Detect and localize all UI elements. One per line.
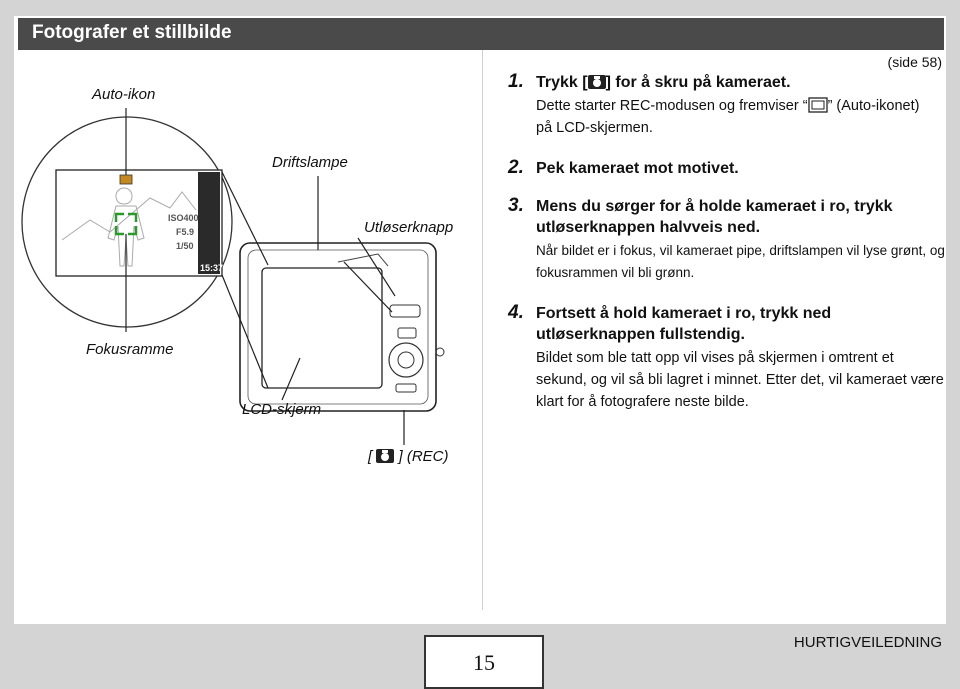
lcd-auto-icon (119, 174, 133, 185)
step-2: 2. Pek kameraet mot motivet. (508, 157, 948, 179)
step-body: Bildet som ble tatt opp vil vises på skj… (536, 350, 944, 410)
step-number: 4. (508, 302, 524, 323)
camera-body (239, 242, 445, 412)
rec-bracket-close: ] (REC) (398, 448, 449, 465)
page-reference: (side 58) (887, 54, 942, 70)
camera-icon (376, 449, 395, 463)
page-header: Fotografer et stillbilde (18, 18, 944, 50)
section-name: HURTIGVEILEDNING (793, 634, 942, 651)
label-rec: [ ] (REC) (368, 448, 449, 465)
label-lcd: LCD-skjerm (242, 401, 322, 418)
step-body-pre: Dette starter REC-modusen og fremviser “ (536, 98, 808, 114)
lcd-right-panel (198, 172, 220, 274)
step-3: 3. Mens du sørger for å holde kameraet i… (508, 195, 948, 284)
step-heading: Mens du sørger for å holde kameraet i ro… (536, 198, 893, 236)
page-number: 15 (473, 650, 495, 675)
step-heading: Pek kameraet mot motivet. (536, 160, 739, 177)
step-number: 1. (508, 71, 524, 92)
lcd-fstop-value: F5.9 (176, 227, 195, 237)
label-fokusramme: Fokusramme (86, 341, 174, 358)
callout-lines (125, 108, 405, 445)
label-auto-icon: Auto-ikon (92, 86, 156, 103)
column-divider (482, 50, 483, 610)
focus-frame (114, 212, 138, 236)
label-utloserknapp: Utløserknapp (364, 219, 454, 236)
step-heading-pre: Trykk [ (536, 74, 588, 91)
page-title: Fotografer et stillbilde (32, 22, 232, 43)
auto-icon (807, 97, 828, 113)
step-4: 4. Fortsett å hold kameraet i ro, trykk … (508, 302, 948, 413)
page-background (14, 16, 946, 624)
lcd-iso-value: ISO400 (168, 213, 199, 223)
step-number: 3. (508, 195, 524, 216)
step-heading-post: ] for å skru på kameraet. (605, 74, 791, 91)
step-body-post: ” (Auto-ikonet) på LCD-skjermen. (536, 98, 920, 136)
person-figure (107, 187, 145, 267)
label-driftslampe: Driftslampe (272, 154, 348, 171)
scenery-mountain (61, 191, 197, 241)
rec-bracket-open: [ (368, 448, 373, 465)
lcd-zoom-circle (21, 116, 233, 328)
camera-illustration (21, 108, 445, 445)
lcd-shutter-value: 1/50 (176, 241, 194, 251)
step-heading: Fortsett å hold kameraet i ro, trykk ned… (536, 305, 832, 343)
page-number-box: 15 (424, 635, 544, 689)
lcd-screen-frame (55, 169, 223, 277)
lcd-time-value: 15:37 (200, 263, 224, 273)
camera-icon (587, 75, 606, 89)
step-body: Når bildet er i fokus, vil kameraet pipe… (536, 243, 945, 280)
step-number: 2. (508, 157, 524, 178)
step-heading: Trykk [ ] for å skru på kameraet. (536, 72, 948, 93)
step-body: Dette starter REC-modusen og fremviser “… (536, 95, 926, 139)
step-1: 1. Trykk [ ] for å skru på kameraet. Dett… (508, 71, 948, 139)
